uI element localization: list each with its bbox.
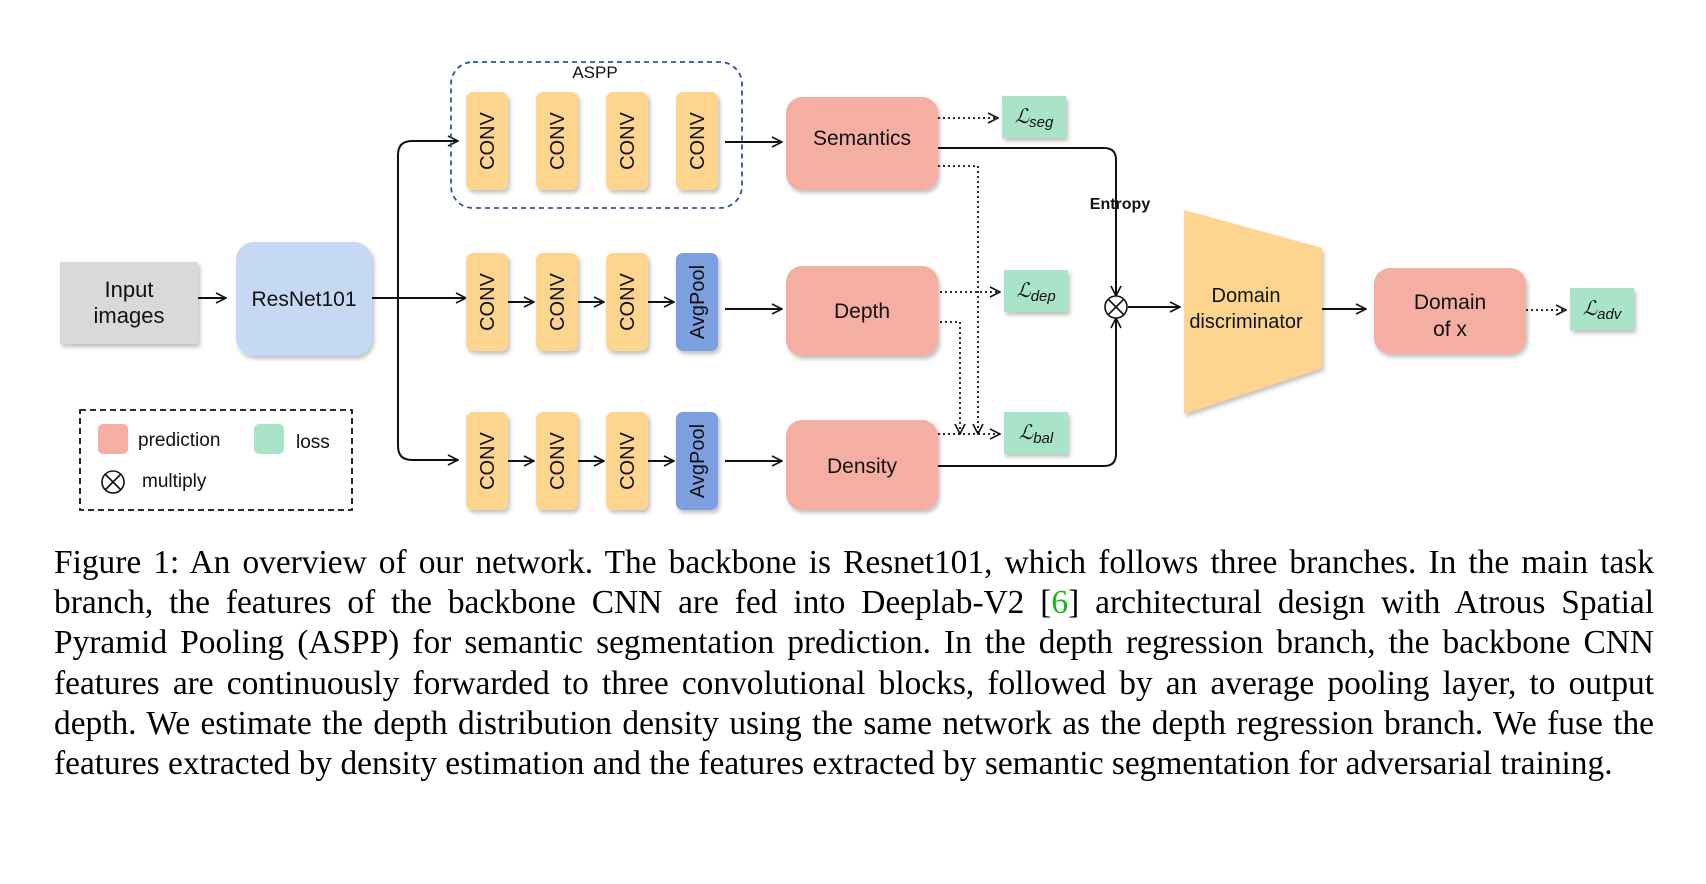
conv-label: CONV	[477, 111, 499, 169]
conv-label: CONV	[617, 431, 639, 489]
svg-text:ℒseg: ℒseg	[1015, 106, 1054, 131]
aspp-conv-block-3: CONV	[606, 92, 648, 190]
aspp-conv-block-1: CONV	[466, 92, 508, 190]
density-node: Density	[786, 420, 938, 510]
density-conv-block-3: CONV	[606, 412, 648, 510]
depth-label: Depth	[834, 300, 890, 323]
aspp-conv-block-2: CONV	[536, 92, 578, 190]
conv-label: CONV	[477, 431, 499, 489]
conv-label: CONV	[547, 111, 569, 169]
density-label: Density	[827, 455, 898, 478]
loss-connections	[938, 118, 1566, 434]
legend-multiply-label: multiply	[142, 471, 207, 492]
backbone-label: ResNet101	[251, 288, 356, 311]
multiply-node	[1104, 295, 1128, 319]
semantics-node: Semantics	[786, 97, 938, 190]
caption-text-start: Figure 1: An overview of our network. Th…	[54, 544, 1654, 622]
density-avgpool-block-4: AvgPool	[676, 412, 718, 510]
avgpool-label: AvgPool	[687, 424, 709, 498]
svg-text:ℒdep: ℒdep	[1016, 280, 1055, 305]
density-conv-block-2: CONV	[536, 412, 578, 510]
aspp-label: ASPP	[572, 63, 617, 82]
loss-dep: ℒdep	[1004, 270, 1068, 312]
figure-caption: Figure 1: An overview of our network. Th…	[54, 543, 1654, 784]
connections	[184, 141, 1366, 467]
loss-adv: ℒadv	[1570, 288, 1634, 330]
depth-node: Depth	[786, 266, 938, 356]
loss-seg: ℒseg	[1002, 96, 1066, 138]
conv-label: CONV	[547, 272, 569, 330]
avgpool-label: AvgPool	[687, 265, 709, 339]
legend-prediction-swatch	[98, 424, 128, 454]
depth-conv-block-2: CONV	[536, 253, 578, 351]
conv-label: CONV	[687, 111, 709, 169]
density-conv-block-1: CONV	[466, 412, 508, 510]
conv-label: CONV	[617, 111, 639, 169]
legend-loss-swatch	[254, 424, 284, 454]
conv-label: CONV	[617, 272, 639, 330]
legend-loss-label: loss	[296, 432, 330, 453]
loss-bal: ℒbal	[1004, 412, 1068, 454]
depth-avgpool-block-4: AvgPool	[676, 253, 718, 351]
depth-conv-block-3: CONV	[606, 253, 648, 351]
semantics-label: Semantics	[813, 127, 911, 150]
conv-label: CONV	[547, 431, 569, 489]
entropy-label: Entropy	[1090, 196, 1151, 213]
svg-text:ℒadv: ℒadv	[1583, 298, 1623, 323]
legend: prediction loss multiply	[79, 409, 353, 511]
resnet101-node: ResNet101	[236, 242, 372, 356]
svg-text:ℒbal: ℒbal	[1019, 422, 1054, 447]
citation-link[interactable]: 6	[1051, 584, 1069, 622]
conv-label: CONV	[477, 272, 499, 330]
aspp-group: ASPP	[450, 61, 743, 209]
caption-text-end: ] architectural design with Atrous Spati…	[54, 584, 1654, 783]
aspp-conv-block-4: CONV	[676, 92, 718, 190]
legend-prediction-label: prediction	[138, 430, 220, 451]
legend-multiply-icon	[101, 470, 125, 494]
depth-conv-block-1: CONV	[466, 253, 508, 351]
